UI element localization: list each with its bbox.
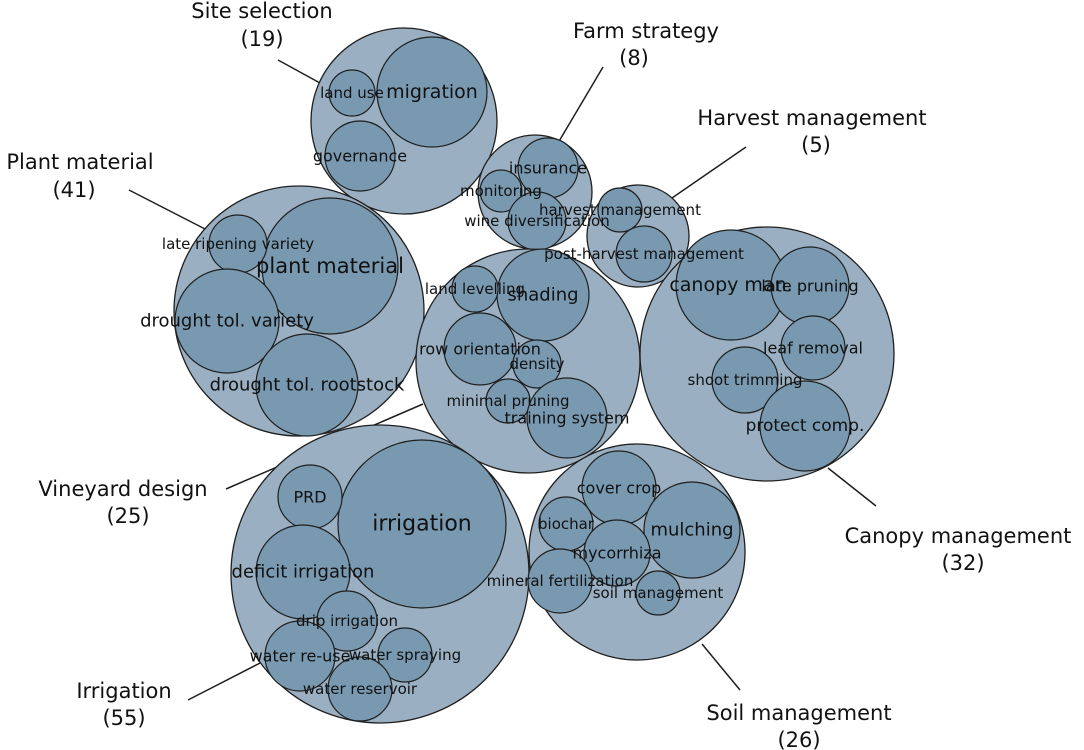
item-label-canopy-management-2: leaf removal [763, 339, 863, 358]
group-count-farm-strategy: (8) [619, 46, 649, 70]
item-label-harvest-management-0: harvest management [539, 201, 701, 219]
item-circle-plant-material-0 [261, 197, 399, 335]
item-label-vineyard-design-4: minimal pruning [446, 392, 569, 410]
item-label-irrigation-3: drip irrigation [296, 612, 398, 630]
item-circle-irrigation-6 [327, 656, 393, 722]
item-circle-irrigation-3 [316, 590, 378, 652]
item-label-irrigation-2: deficit irrigation [232, 562, 375, 583]
item-label-canopy-management-1: late pruning [761, 277, 858, 296]
item-label-irrigation-5: water spraying [349, 646, 461, 664]
item-label-vineyard-design-2: row orientation [419, 340, 541, 359]
item-circle-irrigation-0 [337, 439, 507, 609]
item-label-plant-material-3: drought tol. rootstock [210, 375, 405, 396]
group-label-soil-management: Soil management [706, 701, 891, 725]
item-label-plant-material-2: drought tol. variety [140, 311, 314, 332]
item-label-vineyard-design-3: density [510, 355, 565, 373]
item-label-soil-management-3: mycorrhiza [572, 544, 661, 563]
group-label-farm-strategy: Farm strategy [573, 19, 719, 43]
item-label-plant-material-1: late ripening variety [162, 235, 314, 253]
group-label-plant-material: Plant material [6, 150, 153, 174]
group-count-canopy-management: (32) [941, 551, 984, 575]
item-circle-plant-material-3 [255, 333, 359, 437]
item-circle-soil-management-5 [635, 570, 681, 616]
group-count-irrigation: (55) [102, 706, 145, 730]
item-circle-irrigation-2 [255, 524, 351, 620]
item-circle-vineyard-design-4 [485, 378, 531, 424]
item-circle-soil-management-1 [643, 481, 741, 579]
item-label-soil-management-5: soil management [593, 584, 724, 602]
item-label-soil-management-1: mulching [650, 520, 733, 541]
item-label-plant-material-0: plant material [256, 254, 404, 278]
item-label-irrigation-0: irrigation [372, 512, 472, 537]
group-count-vineyard-design: (25) [106, 504, 149, 528]
item-label-canopy-management-0: canopy man. [669, 274, 792, 296]
item-circle-vineyard-design-3 [512, 339, 562, 389]
item-label-farm-strategy-2: wine diversification [464, 212, 610, 230]
leader-line-farm-strategy [557, 66, 604, 144]
item-label-vineyard-design-0: shading [507, 285, 578, 306]
item-label-vineyard-design-1: land levelling [425, 280, 525, 298]
leader-line-soil-management [701, 643, 741, 691]
item-circle-vineyard-design-5 [526, 377, 608, 459]
group-count-harvest-management: (5) [801, 133, 831, 157]
item-label-farm-strategy-1: monitoring [460, 182, 542, 200]
leader-line-irrigation [187, 661, 263, 701]
item-circle-irrigation-4 [264, 620, 336, 692]
leader-line-harvest-management [671, 146, 747, 199]
item-circle-plant-material-2 [174, 268, 280, 374]
item-label-site-selection-1: land use [320, 84, 384, 102]
circles-layer [173, 27, 895, 724]
item-circle-harvest-management-0 [597, 187, 643, 233]
item-label-vineyard-design-5: training system [505, 409, 630, 428]
item-circle-site-selection-1 [328, 69, 376, 117]
group-count-site-selection: (19) [240, 27, 283, 51]
item-label-site-selection-2: governance [313, 147, 407, 166]
item-circle-farm-strategy-1 [479, 169, 523, 213]
leader-line-plant-material [128, 189, 206, 230]
group-label-vineyard-design: Vineyard design [38, 477, 207, 501]
item-circle-canopy-management-4 [759, 380, 851, 472]
item-circle-harvest-management-1 [615, 225, 673, 283]
group-count-plant-material: (41) [52, 178, 95, 202]
item-label-site-selection-0: migration [386, 81, 478, 103]
item-circle-site-selection-2 [324, 120, 396, 192]
item-label-harvest-management-1: post-harvest management [544, 245, 744, 263]
item-label-soil-management-4: mineral fertilization [487, 572, 634, 590]
item-circle-soil-management-4 [527, 548, 593, 614]
group-count-soil-management: (26) [777, 728, 820, 750]
item-label-irrigation-1: PRD [293, 488, 326, 507]
group-label-harvest-management: Harvest management [697, 106, 926, 130]
item-label-irrigation-6: water reservoir [303, 680, 418, 698]
leader-line-canopy-management [827, 467, 877, 507]
item-circle-canopy-management-2 [780, 315, 846, 381]
item-label-irrigation-4: water re-use [250, 647, 351, 666]
item-label-soil-management-2: biochar [538, 515, 595, 533]
group-label-canopy-management: Canopy management [845, 524, 1072, 548]
item-label-farm-strategy-0: insurance [509, 159, 587, 178]
item-label-soil-management-0: cover crop [577, 479, 662, 498]
group-label-site-selection: Site selection [191, 0, 332, 23]
item-circle-vineyard-design-2 [443, 312, 517, 386]
leader-line-site-selection [277, 59, 321, 84]
item-circle-vineyard-design-1 [451, 265, 499, 313]
group-label-irrigation: Irrigation [76, 679, 171, 703]
item-circle-irrigation-5 [377, 627, 433, 683]
item-circle-soil-management-3 [583, 519, 651, 587]
item-label-canopy-management-4: protect comp. [746, 416, 865, 436]
item-circle-site-selection-0 [376, 36, 488, 148]
item-circle-canopy-management-3 [711, 346, 779, 414]
item-label-canopy-management-3: shoot trimming [688, 371, 803, 389]
